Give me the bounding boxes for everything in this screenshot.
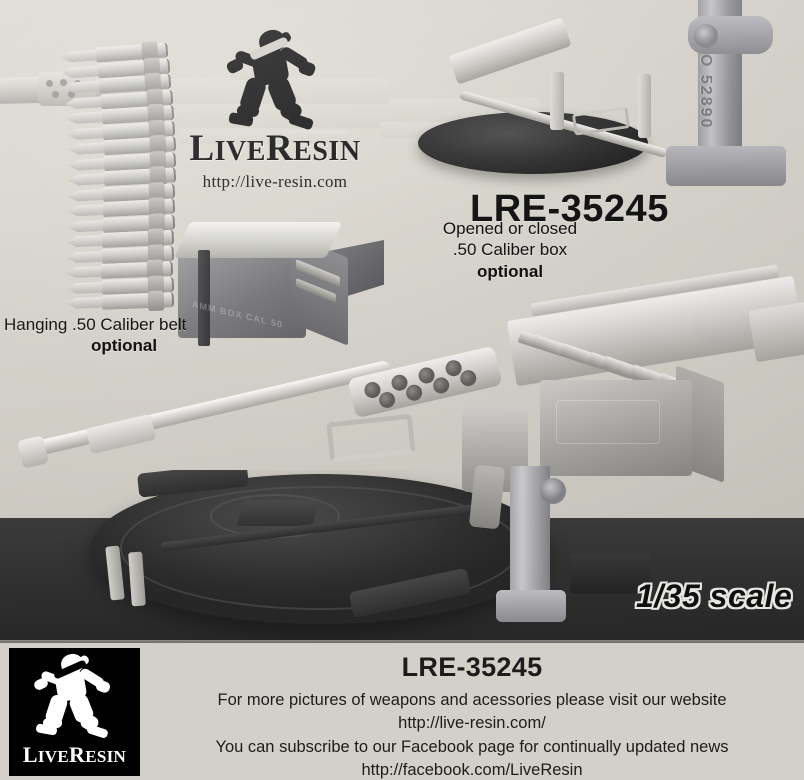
footer-line-website-prompt: For more pictures of weapons and acessor… <box>217 691 727 709</box>
label-ammo-box-optional: optional <box>476 261 544 281</box>
scale-badge: 1/35 scale <box>636 578 793 614</box>
gun-backplate <box>748 301 804 363</box>
footer-logo-wordmark: LIVERESIN <box>9 744 140 766</box>
pedestal-detail-render: O 52890 <box>666 0 804 218</box>
footer-website-url[interactable]: http://live-resin.com/ <box>398 714 546 733</box>
label-hanging-belt-line1: Hanging .50 Caliber belt <box>4 315 187 334</box>
logo-word-resin-rest: ESIN <box>293 136 361 167</box>
inset-pedestal-post <box>550 72 564 130</box>
logo-wordmark: LIVERESIN <box>150 130 400 167</box>
pedestal-marking-text: O 52890 <box>697 54 714 130</box>
label-ammo-box: Opened or closed .50 Caliber box optiona… <box>400 218 620 282</box>
turret-mount-plate <box>570 554 650 594</box>
product-render-area: LIVERESIN http://live-resin.com LRE-3524… <box>0 0 804 643</box>
label-ammo-box-line1: Opened or closed <box>442 219 578 238</box>
part-number-render: LRE-35245 <box>470 188 669 230</box>
logo-word-live-cap: L <box>189 128 215 169</box>
pedestal-bolt-icon <box>694 24 718 48</box>
footer-text-block: LRE-35245 For more pictures of weapons a… <box>150 650 794 780</box>
footer-facebook-url[interactable]: http://facebook.com/LiveResin <box>361 761 583 780</box>
footer-logo-live-rest: IVE <box>37 747 70 766</box>
footer-logo-resin-cap: R <box>69 742 86 767</box>
inset-turret-disc <box>418 112 648 174</box>
tank-turret-render <box>0 470 804 643</box>
logo-word-resin-cap: R <box>265 128 294 169</box>
gun-carry-handle <box>326 413 416 463</box>
logo-url-text: http://live-resin.com <box>202 172 348 191</box>
pedestal-base-plate <box>666 146 786 186</box>
label-ammo-box-line2: .50 Caliber box <box>452 240 568 260</box>
gun-ammo-can <box>540 365 724 483</box>
hanging-ammo-belt-render <box>0 28 210 318</box>
footer-logo-live-cap: L <box>22 742 38 767</box>
label-hanging-belt-optional: optional <box>90 336 158 356</box>
gun-barrel-collar <box>85 413 157 455</box>
ammo-box-carry-strap <box>198 250 210 346</box>
footer-logo-block: LIVERESIN <box>9 648 140 776</box>
footer-banner: LIVERESIN LRE-35245 For more pictures of… <box>0 646 804 780</box>
m2-browning-gun-render <box>10 264 804 640</box>
mount-pivot-knob <box>540 478 566 504</box>
footer-part-number: LRE-35245 <box>401 652 543 682</box>
render-bottom-edge <box>0 640 804 643</box>
running-soldier-icon <box>215 27 335 134</box>
label-hanging-belt: Hanging .50 Caliber belt optional <box>4 314 244 357</box>
inset-barrel-support-post <box>638 74 651 138</box>
gun-on-mount-inset <box>398 2 668 177</box>
live-resin-logo: LIVERESIN http://live-resin.com <box>150 27 400 191</box>
gun-spade-grip <box>468 464 506 530</box>
footer-running-soldier-icon <box>25 651 125 742</box>
ammo-can-panel <box>556 400 660 444</box>
mount-base-flange <box>496 590 566 622</box>
logo-word-live-rest: IVE <box>214 136 266 167</box>
footer-logo-resin-rest: ESIN <box>85 747 127 766</box>
footer-line-facebook-prompt: You can subscribe to our Facebook page f… <box>215 737 729 756</box>
